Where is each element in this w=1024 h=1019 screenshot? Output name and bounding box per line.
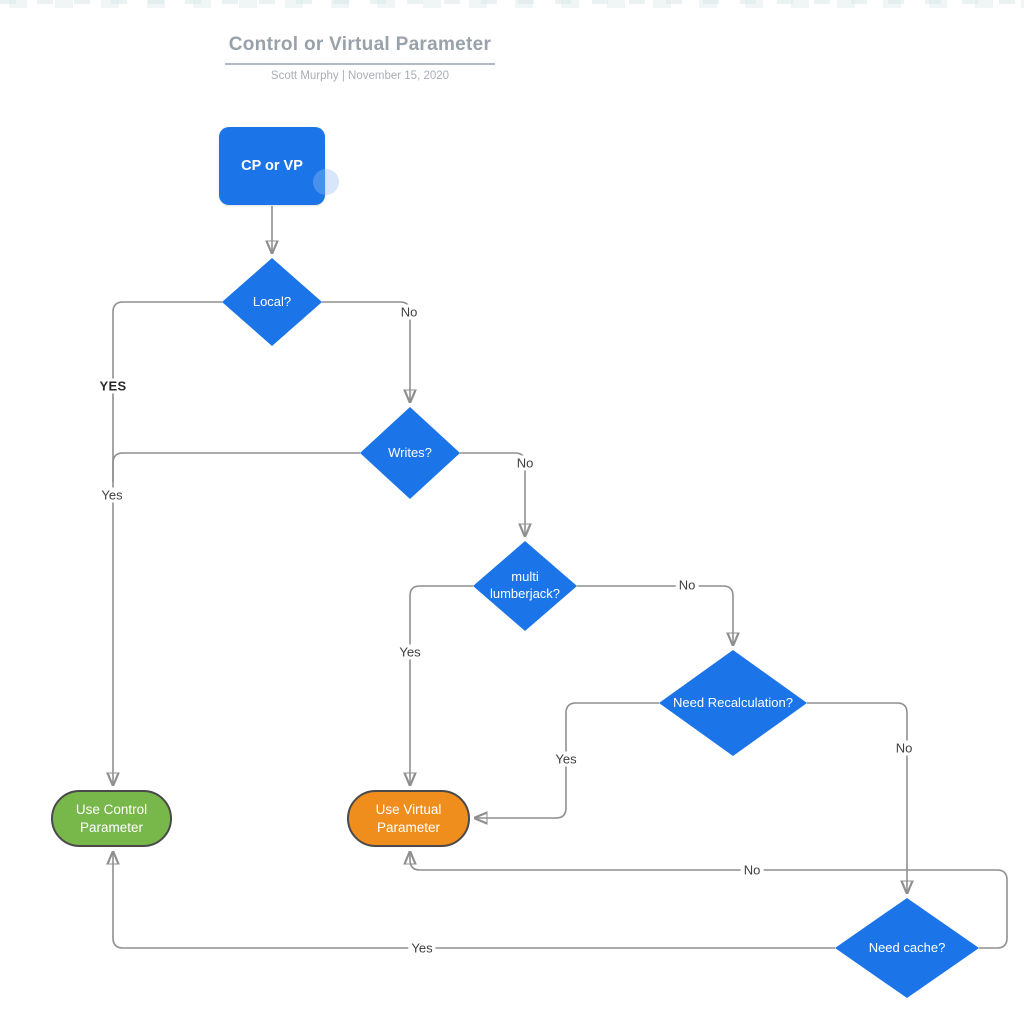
terminator-use-control-parameter: Use Control Parameter <box>51 790 172 847</box>
diagram-header: Control or Virtual Parameter Scott Murph… <box>225 34 495 82</box>
decision-local-label: Local? <box>252 293 292 309</box>
page-subtitle: Scott Murphy | November 15, 2020 <box>270 70 450 82</box>
connection-point-highlight <box>313 169 339 195</box>
edge-label-writes-yes: Yes <box>98 487 126 503</box>
edge-label-recalc-yes: Yes <box>552 751 580 767</box>
edge-lumberjack-no <box>577 585 733 644</box>
edge-label-cache-no: No <box>740 862 764 878</box>
edge-label-local-yes: YES <box>96 378 130 394</box>
edge-lumberjack-yes <box>410 585 473 784</box>
edge-label-lumberjack-no: No <box>675 577 699 593</box>
decision-need-recalculation-label: Need Recalculation? <box>673 694 793 710</box>
edge-recalc-no <box>807 702 907 892</box>
terminator-use-virtual-parameter-label: Use Virtual Parameter <box>375 801 442 835</box>
decision-need-cache-label: Need cache? <box>868 939 946 955</box>
page-title: Control or Virtual Parameter <box>225 34 495 65</box>
edge-local-yes <box>113 301 222 784</box>
edge-label-recalc-no: No <box>892 740 916 756</box>
edge-cache-yes <box>113 853 835 949</box>
node-cp-or-vp: CP or VP <box>219 127 325 205</box>
terminator-use-control-parameter-label: Use Control Parameter <box>75 801 148 835</box>
terminator-use-virtual-parameter: Use Virtual Parameter <box>347 790 470 847</box>
edge-label-writes-no: No <box>513 455 537 471</box>
edge-label-local-no: No <box>397 304 421 320</box>
node-cp-or-vp-label: CP or VP <box>241 157 303 174</box>
edge-cache-no <box>410 853 1008 949</box>
edge-label-cache-yes: Yes <box>408 940 436 956</box>
decision-writes-label: Writes? <box>388 444 432 460</box>
decision-multi-lumberjack-label: multi lumberjack? <box>489 569 561 601</box>
edge-writes-yes <box>112 452 360 482</box>
edge-label-lumberjack-yes: Yes <box>396 644 424 660</box>
torn-edge-artifact <box>0 0 1024 11</box>
